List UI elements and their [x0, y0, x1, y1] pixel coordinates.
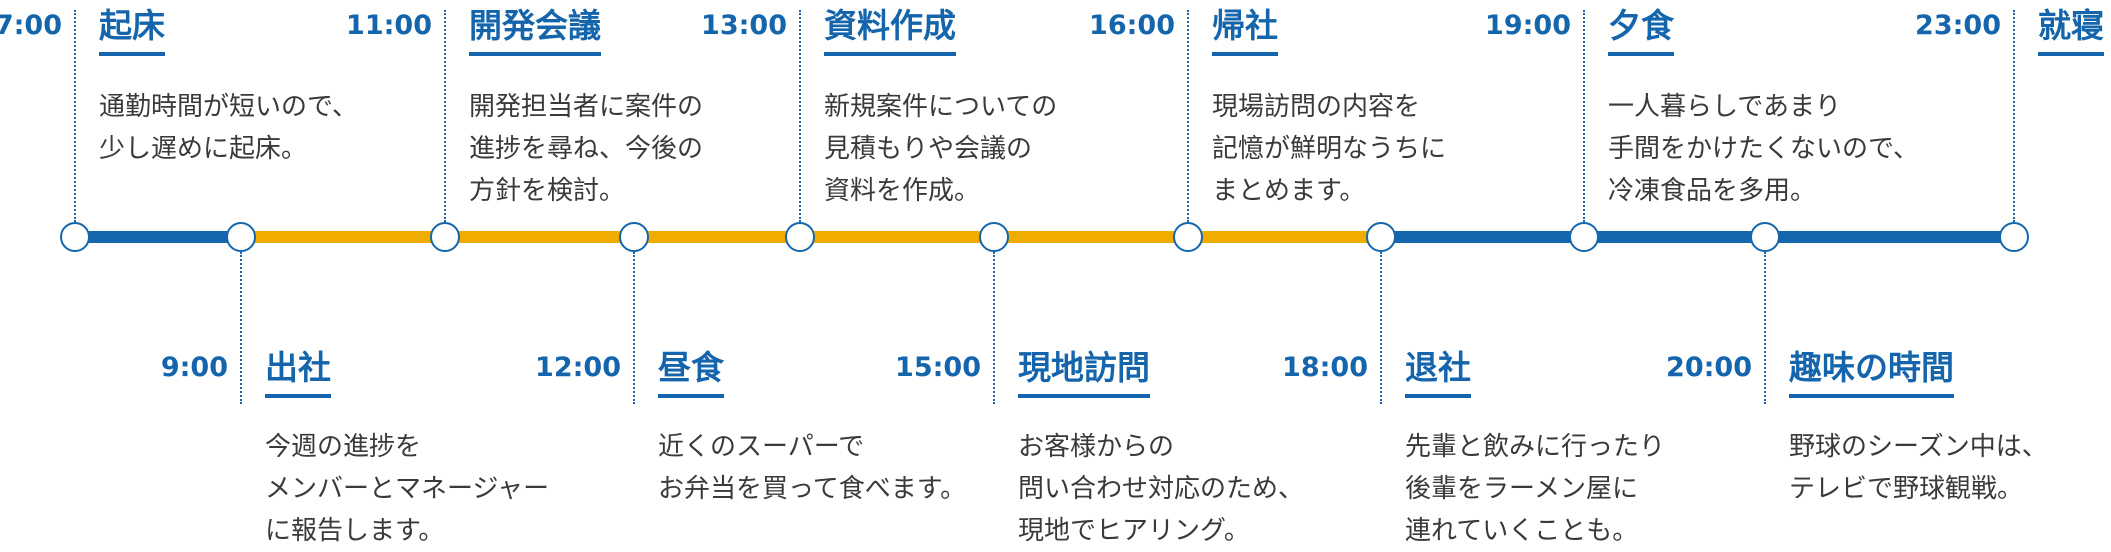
event-title: 夕食: [1608, 6, 1674, 56]
event-description: 通勤時間が短いので、少し遅めに起床。: [99, 86, 358, 170]
timeline-node: [785, 222, 815, 252]
event-time: 16:00: [1089, 10, 1175, 41]
event-description-line: まとめます。: [1212, 176, 1366, 206]
event-description-line: 見積もりや会議の: [824, 134, 1033, 164]
event-description-line: お弁当を買って食べます。: [658, 474, 967, 504]
event-description: お客様からの問い合わせ対応のため、現地でヒアリング。: [1018, 426, 1304, 552]
timeline-node: [1366, 222, 1396, 252]
event-title: 趣味の時間: [1789, 348, 1954, 398]
event-title: 昼食: [658, 348, 724, 398]
event-connector: [74, 10, 76, 222]
timeline-node: [1569, 222, 1599, 252]
event-connector: [993, 252, 995, 404]
event-connector: [799, 10, 801, 222]
event-time: 11:00: [346, 10, 432, 41]
event-description-line: 現地でヒアリング。: [1018, 516, 1250, 546]
event-description-line: 通勤時間が短いので、: [99, 92, 358, 122]
event-description: 先輩と飲みに行ったり後輩をラーメン屋に連れていくことも。: [1405, 426, 1665, 552]
timeline-segment-10: [1765, 231, 2014, 243]
timeline-segment-1: [75, 231, 241, 243]
event-description-line: 冷凍食品を多用。: [1608, 176, 1817, 206]
event-description-line: 方針を検討。: [469, 176, 626, 206]
timeline-node: [1173, 222, 1203, 252]
event-time: 19:00: [1485, 10, 1571, 41]
timeline-segment-9: [1584, 231, 1765, 243]
event-description-line: 手間をかけたくないので、: [1608, 134, 1919, 164]
event-description-line: 少し遅めに起床。: [99, 134, 308, 164]
event-title: 起床: [99, 6, 165, 56]
timeline-node: [979, 222, 1009, 252]
event-title: 現地訪問: [1018, 348, 1150, 398]
timeline-node: [226, 222, 256, 252]
event-description-line: 一人暮らしであまり: [1608, 92, 1841, 122]
event-description-line: 問い合わせ対応のため、: [1018, 474, 1305, 504]
timeline-segment-8: [1381, 231, 1584, 243]
event-title: 資料作成: [824, 6, 956, 56]
event-description: 現場訪問の内容を記憶が鮮明なうちにまとめます。: [1212, 86, 1446, 212]
event-description-line: メンバーとマネージャー: [265, 474, 550, 504]
event-description-line: 開発担当者に案件の: [469, 92, 704, 122]
event-connector: [1583, 10, 1585, 222]
event-connector: [444, 10, 446, 222]
event-description: 新規案件についての見積もりや会議の資料を作成。: [824, 86, 1057, 212]
event-time: 20:00: [1666, 352, 1752, 383]
event-connector: [2013, 10, 2015, 222]
timeline-segment-3: [445, 231, 634, 243]
event-time: 12:00: [535, 352, 621, 383]
event-description-line: 連れていくことも。: [1405, 516, 1639, 546]
timeline-node: [60, 222, 90, 252]
event-title: 帰社: [1212, 6, 1278, 56]
event-connector: [1380, 252, 1382, 404]
event-title: 退社: [1405, 348, 1471, 398]
event-description: 野球のシーズン中は、テレビで野球観戦。: [1789, 426, 2048, 510]
timeline-node: [1750, 222, 1780, 252]
event-title: 開発会議: [469, 6, 601, 56]
event-description-line: 先輩と飲みに行ったり: [1405, 432, 1666, 462]
event-description: 一人暮らしであまり手間をかけたくないので、冷凍食品を多用。: [1608, 86, 1919, 212]
event-description-line: 野球のシーズン中は、: [1789, 432, 2048, 462]
event-description-line: 新規案件についての: [824, 92, 1058, 122]
event-description: 今週の進捗をメンバーとマネージャーに報告します。: [265, 426, 549, 552]
event-description-line: 進捗を尋ね、今後の: [469, 134, 704, 164]
event-description-line: 資料を作成。: [824, 176, 981, 206]
event-time: 9:00: [160, 352, 228, 383]
event-description-line: 記憶が鮮明なうちに: [1212, 134, 1447, 164]
event-connector: [633, 252, 635, 404]
event-description-line: に報告します。: [265, 516, 445, 546]
event-time: 13:00: [701, 10, 787, 41]
event-description-line: 現場訪問の内容を: [1212, 92, 1421, 122]
event-description-line: お客様からの: [1018, 432, 1175, 462]
event-title: 就寝: [2038, 6, 2104, 56]
event-connector: [1187, 10, 1189, 222]
event-description-line: テレビで野球観戦。: [1789, 474, 2024, 504]
event-connector: [1764, 252, 1766, 404]
timeline-segment-5: [800, 231, 994, 243]
timeline-segment-2: [241, 231, 445, 243]
event-time: 7:00: [0, 10, 62, 41]
timeline-node: [619, 222, 649, 252]
event-description: 近くのスーパーでお弁当を買って食べます。: [658, 426, 966, 510]
event-description-line: 今週の進捗を: [265, 432, 422, 462]
timeline-node: [430, 222, 460, 252]
event-connector: [240, 252, 242, 404]
timeline-segment-7: [1188, 231, 1381, 243]
event-time: 18:00: [1282, 352, 1368, 383]
event-time: 15:00: [895, 352, 981, 383]
timeline-segment-6: [994, 231, 1188, 243]
event-time: 23:00: [1915, 10, 2001, 41]
event-description-line: 近くのスーパーで: [658, 432, 865, 462]
event-description: 開発担当者に案件の進捗を尋ね、今後の方針を検討。: [469, 86, 703, 212]
timeline-segment-4: [634, 231, 800, 243]
event-title: 出社: [265, 348, 331, 398]
event-description-line: 後輩をラーメン屋に: [1405, 474, 1638, 504]
timeline-node: [1999, 222, 2029, 252]
